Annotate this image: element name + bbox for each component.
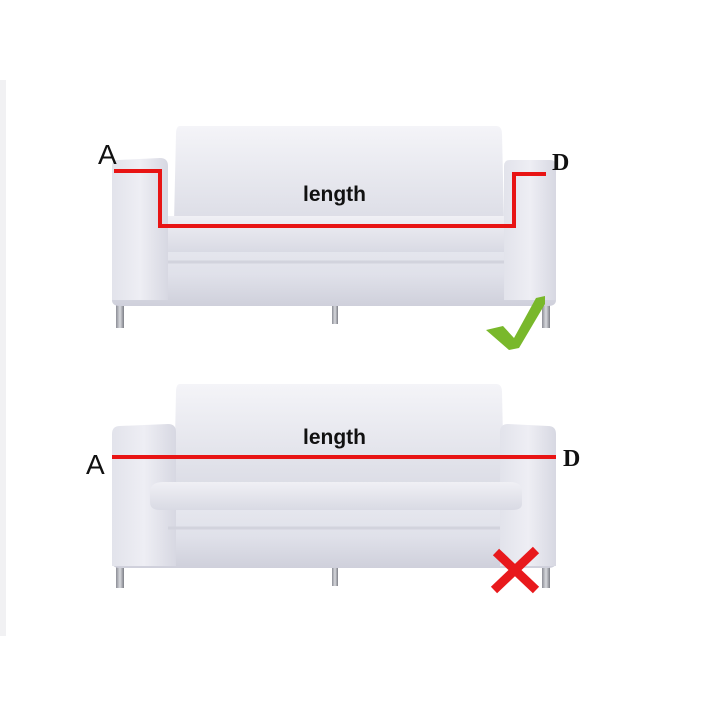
check-icon [486, 296, 545, 350]
sofa-left-arm [112, 158, 168, 300]
measure-line-correct [114, 169, 546, 228]
sofa-bottom [112, 384, 556, 588]
left-edge-strip [0, 80, 6, 636]
sofa-leg [332, 300, 338, 324]
sofa-seat [150, 216, 524, 252]
sofa-backrest [174, 126, 504, 222]
sofa-right-arm [504, 160, 556, 300]
sofa-leg [542, 560, 550, 588]
sofa-seat [150, 482, 522, 510]
sofa-right-arm [500, 424, 556, 566]
length-label: length [303, 183, 366, 206]
point-d-label: D [563, 446, 580, 472]
point-a-label: A [98, 139, 117, 170]
sofa-leg [542, 292, 550, 328]
point-d-label: D [552, 150, 569, 176]
sofa-left-arm [112, 424, 176, 566]
sofa-leg [116, 560, 124, 588]
correct-example: A D length [98, 126, 569, 350]
sofa-leg [332, 566, 338, 586]
cross-icon [490, 546, 540, 594]
sofa-leg [116, 292, 124, 328]
incorrect-example: A D length [86, 384, 580, 594]
point-a-label: A [86, 449, 105, 480]
length-label: length [303, 426, 366, 449]
